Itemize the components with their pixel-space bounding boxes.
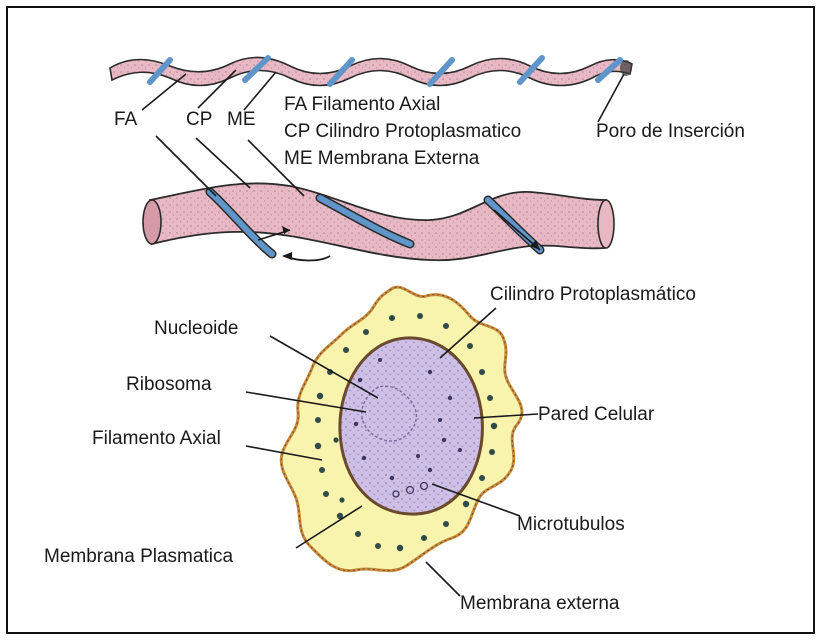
label-fa: FA: [114, 109, 138, 130]
label-membrana-externa: Membrana externa: [460, 593, 620, 614]
label-cp: CP: [186, 109, 212, 130]
label-cilindro-protoplasmatico: Cilindro Protoplasmático: [490, 284, 696, 305]
thick-spirochete: [143, 183, 614, 260]
label-pared-celular: Pared Celular: [538, 404, 655, 425]
label-membrana-plasmatica: Membrana Plasmatica: [44, 546, 233, 567]
legend-me: ME Membrana Externa: [284, 148, 480, 169]
label-filamento-axial: Filamento Axial: [92, 428, 221, 449]
label-me: ME: [227, 109, 256, 130]
top-labels: FA CP ME FA Filamento Axial CP Cilindro …: [114, 94, 745, 169]
label-microtubulos: Microtubulos: [517, 514, 625, 535]
label-poro-insercion: Poro de Inserción: [596, 121, 745, 142]
legend-cp: CP Cilindro Protoplasmatico: [284, 121, 521, 142]
thin-spirochete: [110, 57, 632, 85]
cross-section: [281, 287, 522, 571]
label-nucleoide: Nucleoide: [154, 318, 239, 339]
label-ribosoma: Ribosoma: [126, 374, 212, 395]
legend-fa: FA Filamento Axial: [284, 94, 440, 115]
